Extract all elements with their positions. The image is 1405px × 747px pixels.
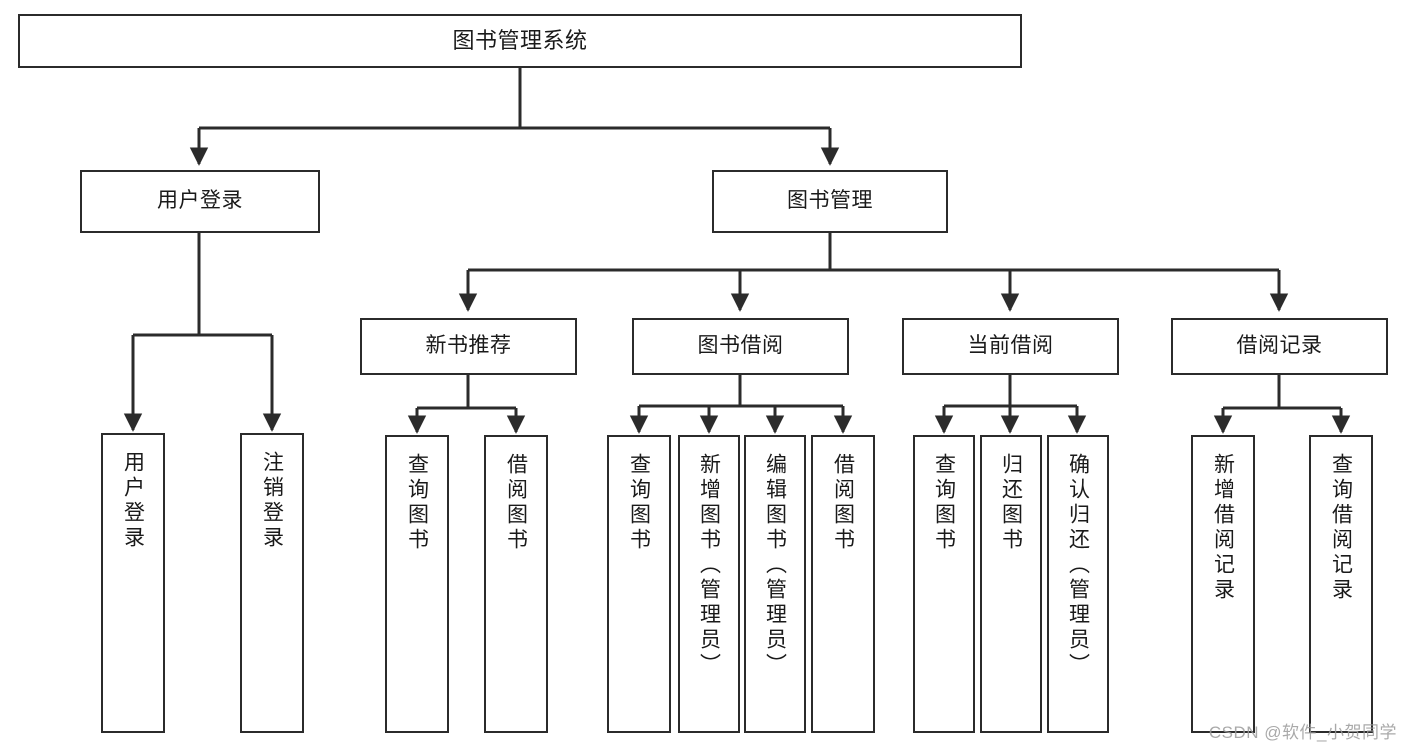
node-label: 用户登录: [157, 189, 243, 213]
leaf-borrow-book-newbook[interactable]: 借阅图书: [484, 435, 548, 733]
leaf-query-book-newbook[interactable]: 查询图书: [385, 435, 449, 733]
node-label: 借阅记录: [1236, 334, 1323, 358]
leaf-user-login[interactable]: 用户登录: [101, 433, 165, 733]
leaf-confirm-return-admin[interactable]: 确认归还（管理员）: [1047, 435, 1109, 733]
node-label: 借阅图书: [504, 453, 528, 553]
leaf-borrow-book-borrow[interactable]: 借阅图书: [811, 435, 875, 733]
node-new-book-recommend[interactable]: 新书推荐: [360, 318, 577, 375]
leaf-query-borrow-record[interactable]: 查询借阅记录: [1309, 435, 1373, 733]
leaf-add-borrow-record[interactable]: 新增借阅记录: [1191, 435, 1255, 733]
node-label: 查询借阅记录: [1329, 453, 1353, 603]
node-current-borrow[interactable]: 当前借阅: [902, 318, 1119, 375]
node-label: 注销登录: [260, 451, 284, 551]
node-label: 图书管理: [787, 189, 873, 213]
node-borrow-records[interactable]: 借阅记录: [1171, 318, 1388, 375]
node-label: 归还图书: [999, 453, 1023, 553]
node-label: 查询图书: [405, 453, 429, 553]
leaf-query-book-borrow[interactable]: 查询图书: [607, 435, 671, 733]
node-label: 编辑图书（管理员）: [763, 453, 787, 678]
node-label: 图书管理系统: [452, 28, 588, 54]
node-user-login[interactable]: 用户登录: [80, 170, 320, 233]
node-label: 新增借阅记录: [1211, 453, 1235, 603]
node-label: 当前借阅: [967, 334, 1054, 358]
node-label: 借阅图书: [831, 453, 855, 553]
node-book-borrow[interactable]: 图书借阅: [632, 318, 849, 375]
node-label: 查询图书: [627, 453, 651, 553]
node-label: 用户登录: [121, 451, 145, 551]
node-label: 新书推荐: [425, 334, 512, 358]
node-root-system[interactable]: 图书管理系统: [18, 14, 1022, 68]
leaf-return-book[interactable]: 归还图书: [980, 435, 1042, 733]
node-label: 确认归还（管理员）: [1066, 453, 1090, 678]
node-book-management[interactable]: 图书管理: [712, 170, 948, 233]
leaf-edit-book-admin[interactable]: 编辑图书（管理员）: [744, 435, 806, 733]
csdn-watermark: CSDN @软件_小贺同学: [1208, 723, 1397, 742]
node-label: 图书借阅: [697, 334, 784, 358]
leaf-logout[interactable]: 注销登录: [240, 433, 304, 733]
leaf-query-book-current[interactable]: 查询图书: [913, 435, 975, 733]
node-label: 新增图书（管理员）: [697, 453, 721, 678]
node-label: 查询图书: [932, 453, 956, 553]
leaf-add-book-admin[interactable]: 新增图书（管理员）: [678, 435, 740, 733]
